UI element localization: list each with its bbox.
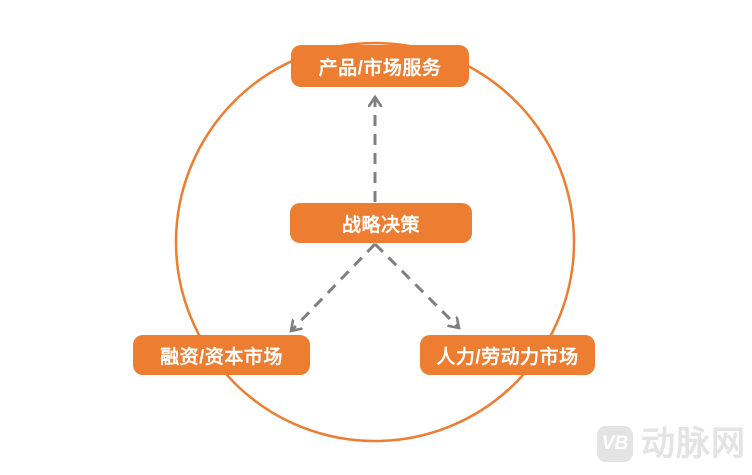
vcbeat-logo-letters: VB xyxy=(601,433,629,454)
node-hr-labor: 人力/劳动力市场 xyxy=(420,335,595,375)
node-product-market-label: 产品/市场服务 xyxy=(318,57,442,79)
vcbeat-logo-icon: VB xyxy=(597,426,633,462)
node-financing-capital-label: 融资/资本市场 xyxy=(160,346,283,368)
node-financing-capital: 融资/资本市场 xyxy=(133,335,310,375)
node-hr-labor-label: 人力/劳动力市场 xyxy=(436,346,579,368)
watermark-text: 动脉网 xyxy=(641,425,746,463)
node-strategy: 战略决策 xyxy=(290,203,472,243)
arrow-to-bottom-right xyxy=(373,242,459,328)
dashed-arrows xyxy=(291,97,459,331)
orbit-circle xyxy=(174,41,576,443)
watermark: VB 动脉网 xyxy=(597,426,746,462)
node-strategy-label: 战略决策 xyxy=(341,214,420,236)
arrow-to-bottom-left xyxy=(291,242,377,331)
node-product-market: 产品/市场服务 xyxy=(291,45,469,87)
